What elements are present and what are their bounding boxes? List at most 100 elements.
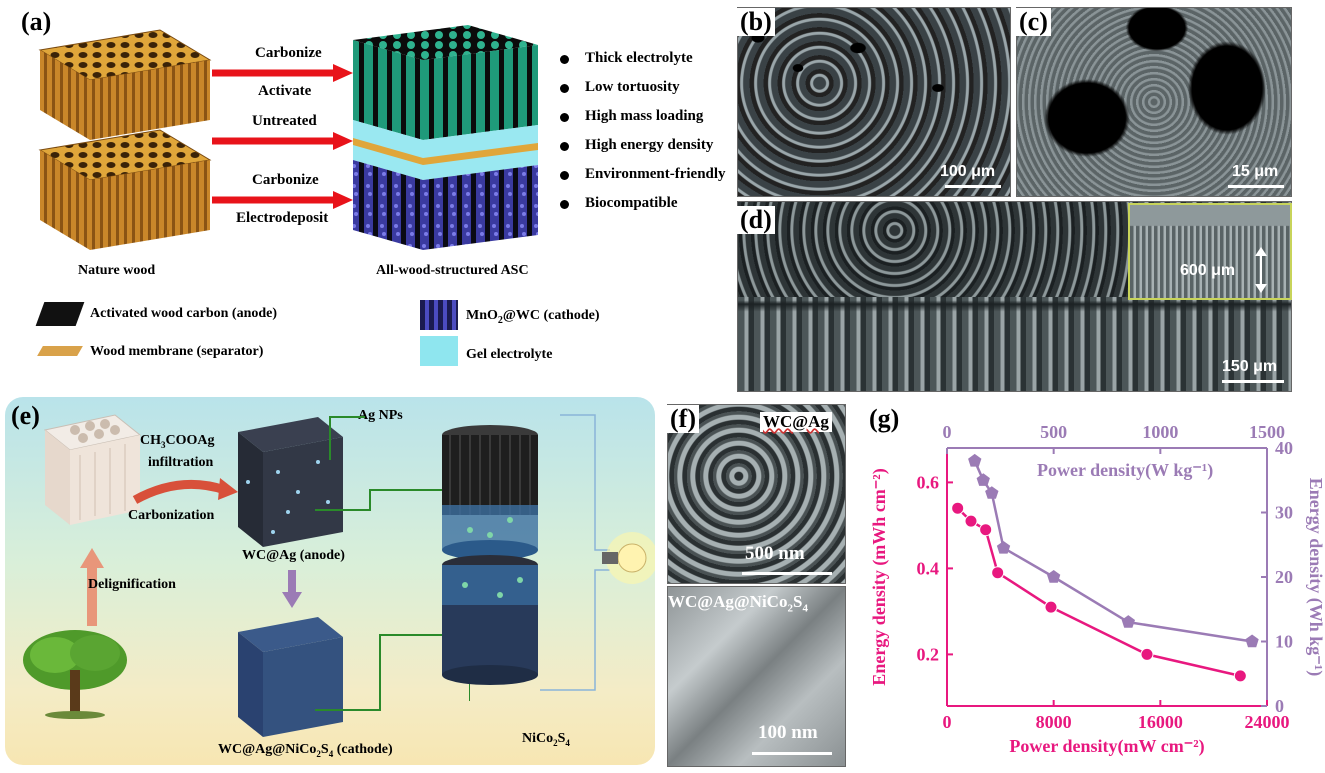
- wc-ag-nico2s4-block: [238, 617, 343, 737]
- panel-label-f: (f): [667, 405, 699, 433]
- carbonization-label: Carbonization: [128, 508, 215, 523]
- scale-label-b: 100 μm: [940, 163, 996, 180]
- legend-separator-swatch: [37, 346, 83, 356]
- legend-gel-swatch: [420, 336, 458, 366]
- y-axis-label-left: Energy density (mWh cm⁻²): [869, 468, 890, 685]
- wc-ag-label: WC@Ag: [760, 412, 832, 432]
- arrow2-top-label: Untreated: [252, 113, 317, 129]
- x-tick-label-bottom: 16000: [1138, 712, 1183, 732]
- x-tick-label-top: 500: [1040, 422, 1067, 442]
- tree-icon: [23, 630, 127, 719]
- y-tick-label-right: 30: [1275, 503, 1293, 523]
- data-point-gravimetric: [976, 473, 990, 486]
- bullet-icon: [560, 55, 569, 64]
- connector-lines: [315, 489, 470, 711]
- arrow3-top-label: Carbonize: [252, 172, 319, 188]
- scale-bar-b: [945, 185, 1001, 188]
- sem-image-f-bottom: [667, 586, 846, 767]
- feature-item: Low tortuosity: [585, 79, 680, 95]
- panel-label-c: (c): [1016, 8, 1051, 36]
- data-point-areal: [951, 501, 965, 515]
- inset-scale-label-d: 600 μm: [1180, 262, 1236, 279]
- nico2s4-label: NiCo2S4: [522, 731, 570, 748]
- device-cylinder: [442, 414, 610, 691]
- x-tick-label-top: 0: [943, 422, 952, 442]
- legend-anode-swatch: [35, 302, 85, 326]
- x-tick-label-bottom: 0: [943, 712, 952, 732]
- bullet-icon: [560, 200, 569, 209]
- down-arrow: [282, 570, 302, 608]
- legend-cathode-label: MnO2@WC (cathode): [466, 308, 600, 326]
- bullet-icon: [560, 113, 569, 122]
- y-tick-label-right: 40: [1275, 438, 1293, 458]
- x-tick-label-top: 1500: [1249, 422, 1285, 442]
- y-tick-label-right: 0: [1275, 696, 1284, 716]
- scale-label-c: 15 μm: [1232, 163, 1279, 180]
- data-point-gravimetric: [1047, 570, 1061, 583]
- feature-item: Thick electrolyte: [585, 50, 693, 66]
- data-point-areal: [1044, 600, 1058, 614]
- feature-item: Environment-friendly: [585, 166, 726, 182]
- data-point-gravimetric: [1121, 615, 1135, 628]
- sem-image-b: [737, 7, 1011, 197]
- x-axis-label-top: Power density(W kg⁻¹): [1037, 460, 1213, 481]
- data-point-areal: [979, 523, 993, 537]
- y-tick-label-right: 20: [1275, 567, 1293, 587]
- data-point-areal: [1233, 669, 1247, 683]
- double-arrow-icon: [1255, 247, 1267, 293]
- feature-item: High mass loading: [585, 108, 704, 124]
- panel-label-g: (g): [866, 405, 903, 433]
- nature-wood-illustration: [38, 29, 212, 250]
- panel-label-e: (e): [11, 401, 40, 430]
- red-arrow: [212, 132, 353, 150]
- up-arrow: [80, 548, 104, 626]
- scale-bar-f-top: [742, 572, 832, 575]
- sem-top-layer-d: [738, 202, 1130, 297]
- scale-bar-d: [1222, 380, 1284, 383]
- wc-ag-block: [238, 417, 343, 547]
- natural-wood-block: [43, 414, 142, 525]
- bullet-icon: [560, 84, 569, 93]
- legend-cathode-swatch: [420, 300, 458, 330]
- y-tick-label-right: 10: [1275, 632, 1293, 652]
- red-arrow: [212, 191, 353, 209]
- sem-image-c: [1016, 7, 1292, 197]
- curved-arrow: [132, 478, 238, 504]
- series-line-gravimetric: [973, 460, 1253, 643]
- pointer-line: [329, 416, 365, 460]
- data-point-areal: [1140, 647, 1154, 661]
- sem-image-f-top: [667, 404, 846, 584]
- feature-item: Biocompatible: [585, 195, 678, 211]
- infiltration-label: infiltration: [148, 455, 214, 470]
- x-tick-label-bottom: 8000: [1036, 712, 1072, 732]
- bullet-icon: [560, 171, 569, 180]
- legend-gel-label: Gel electrolyte: [466, 347, 553, 362]
- panel-label-a: (a): [18, 8, 55, 36]
- arrow3-bottom-label: Electrodeposit: [236, 210, 329, 226]
- anode-label: WC@Ag (anode): [242, 548, 345, 563]
- arrow1-bottom-label: Activate: [258, 83, 312, 99]
- x-axis-label-bottom: Power density(mW cm⁻²): [1009, 736, 1204, 757]
- feature-item: High energy density: [585, 137, 714, 153]
- scale-bar-c: [1228, 185, 1284, 188]
- panel-label-b: (b): [737, 8, 775, 36]
- data-point-areal: [991, 566, 1005, 580]
- y-axis-label-right: Energy density (Wh kg⁻¹): [1305, 478, 1325, 676]
- data-point-gravimetric: [1245, 634, 1259, 648]
- caption-asc: All-wood-structured ASC: [376, 263, 529, 278]
- reagent-label: CH3COOAg: [140, 433, 215, 450]
- scale-label-f-bottom: 100 nm: [758, 722, 818, 743]
- arrow1-top-label: Carbonize: [255, 45, 322, 61]
- data-point-gravimetric: [968, 453, 982, 467]
- scale-label-d: 150 μm: [1222, 358, 1278, 375]
- legend-anode-label: Activated wood carbon (anode): [90, 306, 278, 321]
- data-point-areal: [964, 514, 978, 528]
- panel-label-d: (d): [737, 206, 775, 234]
- ag-nps-label: Ag NPs: [358, 408, 403, 423]
- y-tick-label-left: 0.2: [917, 644, 940, 664]
- wc-ag-nico2s4-label: WC@Ag@NiCo2S4: [668, 592, 808, 615]
- scale-bar-f-bottom: [752, 752, 832, 755]
- bullet-icon: [560, 142, 569, 151]
- red-arrow: [212, 64, 353, 82]
